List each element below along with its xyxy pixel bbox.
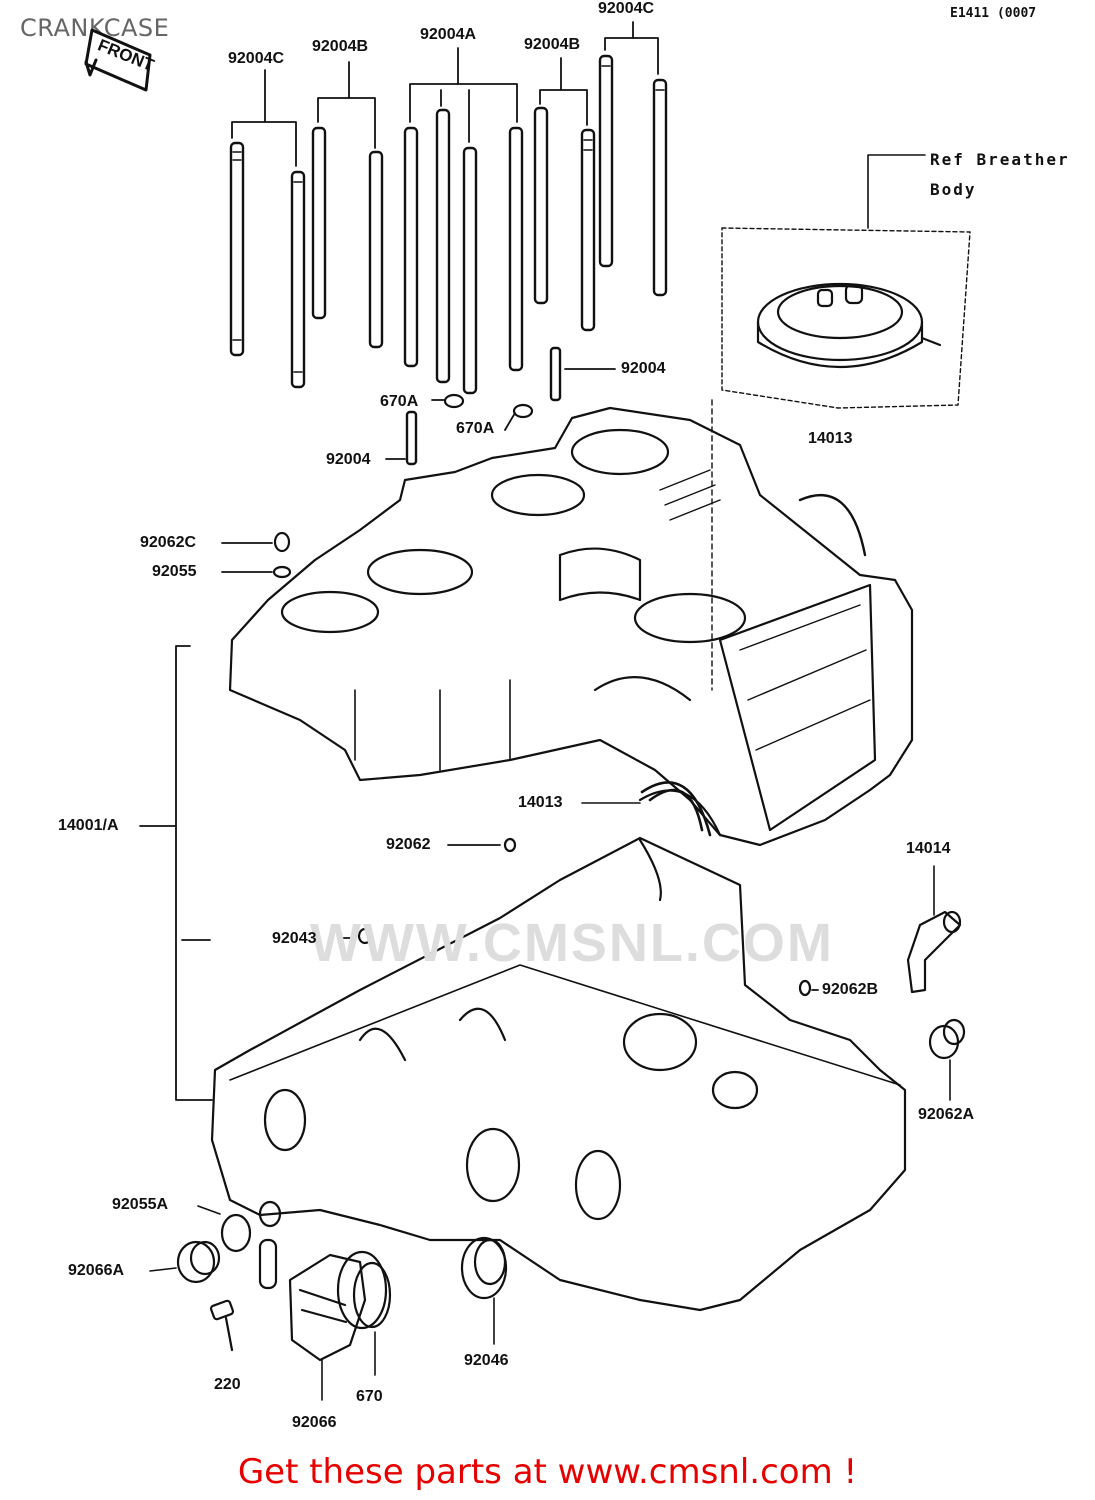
label-92004a: 92004A	[420, 26, 477, 43]
label-92055: 92055	[152, 563, 197, 580]
label-92004-right: 92004	[621, 360, 666, 377]
label-14014: 14014	[906, 840, 951, 857]
label-ref-breather: Ref Breather	[930, 150, 1070, 169]
cta-link[interactable]: Get these parts at www.cmsnl.com !	[237, 1452, 858, 1492]
label-92046: 92046	[464, 1352, 509, 1369]
label-92004-left: 92004	[326, 451, 371, 468]
label-92066: 92066	[292, 1414, 337, 1431]
label-14013-top: 14013	[808, 430, 853, 447]
label-670a-left: 670A	[380, 393, 419, 410]
label-670: 670	[356, 1388, 383, 1405]
callout-brackets	[231, 21, 659, 460]
cover-92066A	[149, 1205, 278, 1290]
label-92062a: 92062A	[918, 1106, 975, 1123]
bearing-shells	[640, 781, 712, 837]
seal-670	[336, 1250, 392, 1376]
seal-92046	[460, 1236, 508, 1345]
bracket-14014	[906, 865, 962, 994]
label-92004b-left: 92004B	[312, 38, 369, 55]
plug-92062A	[928, 1018, 966, 1101]
label-14001a: 14001/A	[58, 817, 119, 834]
small-fasteners	[221, 393, 819, 997]
breather-body-reference	[711, 154, 971, 691]
cover-92066	[288, 1253, 367, 1401]
label-breather-body: Body	[930, 180, 977, 199]
label-92004c-left: 92004C	[228, 50, 285, 67]
label-92004b-right: 92004B	[524, 36, 581, 53]
upper-crankcase	[228, 406, 914, 847]
front-arrow-icon: FRONT	[84, 28, 157, 92]
bracket-14001A	[139, 645, 213, 1101]
label-92043: 92043	[272, 930, 317, 947]
label-92062c: 92062C	[140, 534, 197, 551]
label-220: 220	[214, 1376, 241, 1393]
figure-code: E1411 (0007	[950, 6, 1037, 21]
label-92055a: 92055A	[112, 1196, 169, 1213]
cta-banner: Get these parts at www.cmsnl.com !	[0, 1452, 1095, 1492]
label-92062b: 92062B	[822, 981, 879, 998]
exploded-parts-diagram: FRONT	[84, 21, 971, 1401]
label-92062: 92062	[386, 836, 431, 853]
stud-bolts	[229, 54, 668, 466]
bolt-220	[209, 1299, 235, 1352]
label-92066a: 92066A	[68, 1262, 125, 1279]
watermark: WWW.CMSNL.COM	[310, 913, 834, 973]
label-14013-mid: 14013	[518, 794, 563, 811]
label-92004c-top: 92004C	[598, 0, 655, 17]
label-670a-mid: 670A	[456, 420, 495, 437]
lower-crankcase	[210, 836, 907, 1312]
